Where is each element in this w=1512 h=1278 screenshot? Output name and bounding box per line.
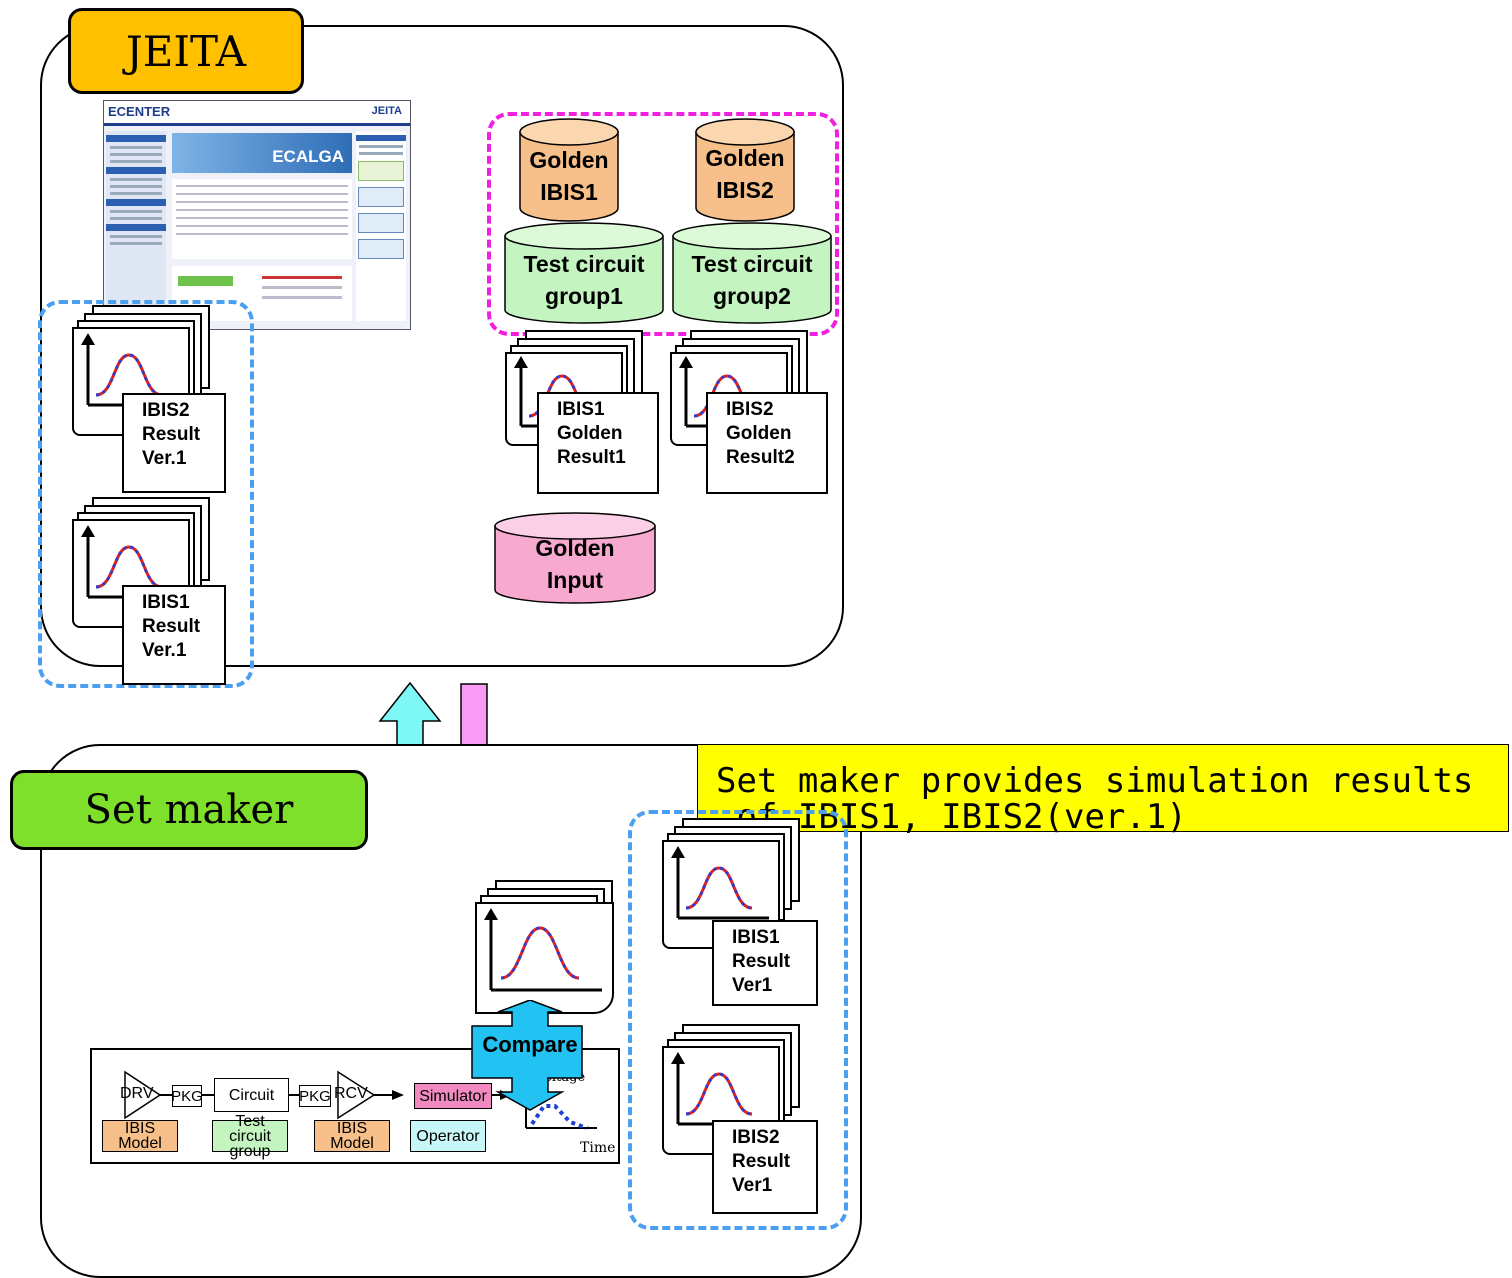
jeita-results-outline [38,300,254,688]
compare-label: Compare [482,1032,578,1057]
set-maker-ibis2-label-3: Ver1 [732,1175,773,1196]
golden-input-label-1: Golden [535,535,615,561]
website-left-nav [106,131,166,321]
jeita-ibis2-result-label-3: Ver.1 [142,448,187,469]
waveform-chart [81,333,179,407]
set-maker-sim-result-stack [475,880,625,1020]
test-circuit-group1-label-2: group1 [545,283,623,309]
golden-ibis2-cylinder: Golden IBIS2 [695,118,795,222]
waveform-sheet [475,902,614,1014]
rcv-label: RCV [334,1085,368,1102]
jeita-ibis1-result-label-3: Ver.1 [142,640,187,661]
cylinder-shape [494,512,656,604]
golden-result1-label-3: Result1 [557,447,626,468]
pkg2-box: PKG [299,1085,331,1107]
website-news [172,179,352,259]
jeita-ibis1-result-stack: IBIS1 Result Ver.1 [72,497,232,687]
golden-ibis2-label-2: IBIS2 [716,177,774,203]
simulation-flow-box: DRV PKG Circuit PKG RCV Simulator Voltag… [90,1048,620,1164]
website-right-column [356,131,406,321]
jeita-ibis2-result-label-2: Result [142,424,201,445]
test-circuit-group-label-1: Test circuit [229,1112,271,1145]
compare-double-arrow-icon [471,1000,583,1111]
test-circuit-group2-label-2: group2 [713,283,791,309]
time-label: Time [580,1140,616,1156]
pkg1-box: PKG [171,1085,203,1107]
set-maker-results-outline [628,810,848,1230]
golden-result2-label-1: IBIS2 [726,399,774,420]
set-maker-title: Set maker [10,770,368,850]
callout-line-1: Set maker provides simulation results [716,761,1474,801]
website-banner-text: ECALGA [272,147,344,166]
set-maker-ibis1-label-2: Result [732,951,791,972]
golden-input-cylinder: Golden Input [494,512,656,604]
jeita-website-screenshot: ECENTER JEITA ECALGA [103,100,411,330]
drv-buffer-icon [124,1070,162,1120]
website-header: ECENTER JEITA [104,101,410,126]
test-circuit-group1-label-1: Test circuit [523,251,645,277]
golden-result2-stack: IBIS2 Golden Result2 [670,330,830,495]
golden-result1-label-1: IBIS1 [557,399,605,420]
set-maker-ibis1-label-1: IBIS1 [732,927,780,948]
cylinder-shape [695,118,795,222]
golden-ibis1-label-2: IBIS1 [540,179,598,205]
golden-result2-label-3: Result2 [726,447,795,468]
circuit-box: Circuit [214,1078,289,1112]
compare-arrow [471,1000,583,1111]
golden-input-label-2: Input [546,567,604,593]
set-maker-ibis1-label-3: Ver1 [732,975,773,996]
test-circuit-group-box: Test circuit group [212,1113,288,1159]
golden-ibis1-cylinder: Golden IBIS1 [519,118,619,222]
rcv-buffer-icon [337,1070,376,1120]
jeita-title: JEITA [68,8,304,94]
jeita-ibis2-result-stack: IBIS2 Result Ver.1 [72,305,232,495]
jeita-ibis1-result-label-1: IBIS1 [142,592,190,613]
test-circuit-group1-cylinder: Test circuit group1 [504,222,664,324]
website-banner: ECALGA [172,133,352,173]
golden-ibis1-label-1: Golden [529,147,609,173]
waveform-chart [671,846,769,920]
golden-group-outline [487,112,839,336]
website-brand: ECENTER [108,104,171,119]
cylinder-shape [519,118,619,222]
operator-box: Operator [410,1120,486,1152]
golden-ibis2-label-1: Golden [705,145,785,171]
test-circuit-group2-label-1: Test circuit [691,251,813,277]
cylinder-shape [504,222,664,324]
website-logo: JEITA [371,105,402,117]
set-maker-ibis1-result-stack: IBIS1 Result Ver1 [662,818,822,1008]
simulator-box: Simulator [414,1083,492,1109]
golden-result2-label-2: Golden [726,423,792,444]
test-circuit-group2-cylinder: Test circuit group2 [672,222,832,324]
golden-result1-label-2: Golden [557,423,623,444]
ibis-model-box-1: IBIS Model [102,1120,178,1152]
ibis-model-box-2: IBIS Model [314,1120,390,1152]
set-maker-ibis2-result-stack: IBIS2 Result Ver1 [662,1024,822,1216]
golden-result1-stack: IBIS1 Golden Result1 [505,330,660,495]
cylinder-shape [672,222,832,324]
jeita-ibis1-result-label-2: Result [142,616,201,637]
set-maker-ibis2-label-2: Result [732,1151,791,1172]
test-circuit-group-label-2: group [229,1142,271,1160]
set-maker-ibis2-label-1: IBIS2 [732,1127,780,1148]
drv-label: DRV [120,1085,154,1102]
jeita-ibis2-result-label-1: IBIS2 [142,400,190,421]
waveform-chart [484,908,602,992]
